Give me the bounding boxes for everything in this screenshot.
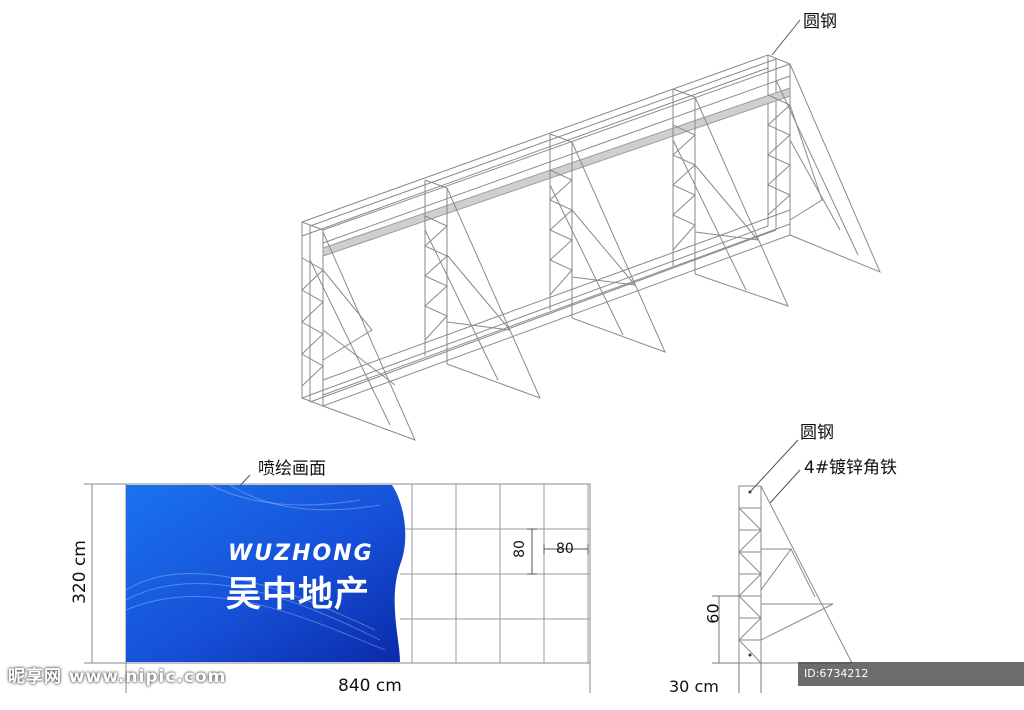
- panel-swoosh-lines: [125, 484, 386, 651]
- frame-posts: [424, 88, 696, 364]
- isometric-frame: [301, 19, 881, 441]
- billboard-drawing: [84, 19, 881, 693]
- callout-leader-top: [771, 19, 801, 56]
- side-triangle-brace: [760, 485, 853, 664]
- inkjet-panel-artwork: [126, 485, 406, 662]
- watermark-right: ID:6734212 NO:20160528120227490000: [798, 662, 1024, 704]
- dim-side-height: 60: [703, 603, 723, 624]
- inkjet-panel-label: 喷绘画面: [258, 459, 326, 479]
- watermark-left: 昵享网 www.nipic.com: [8, 667, 227, 687]
- front-elevation: [84, 474, 591, 693]
- brand-chinese-text: 吴中地产: [226, 575, 371, 615]
- callout-leader-angle: [769, 469, 801, 504]
- dim-front-height: 320 cm: [70, 540, 90, 604]
- galvanized-angle-label: 4#镀锌角铁: [804, 458, 898, 478]
- callout-leader-steel: [749, 439, 799, 493]
- round-steel-label-side: 圆钢: [800, 423, 834, 443]
- brand-english-text: WUZHONG: [228, 541, 374, 566]
- dim-front-width: 840 cm: [338, 676, 402, 696]
- dim-side-base: 30 cm: [669, 677, 719, 696]
- frame-grid-lines: [400, 484, 590, 663]
- round-steel-label-top: 圆钢: [803, 12, 837, 32]
- triangle-braces: [309, 63, 881, 441]
- dim-grid-vertical: 80: [512, 540, 528, 558]
- dim-grid-horizontal: 80: [556, 541, 574, 557]
- round-steel-bar: [322, 87, 791, 257]
- post-lattice: [301, 94, 791, 387]
